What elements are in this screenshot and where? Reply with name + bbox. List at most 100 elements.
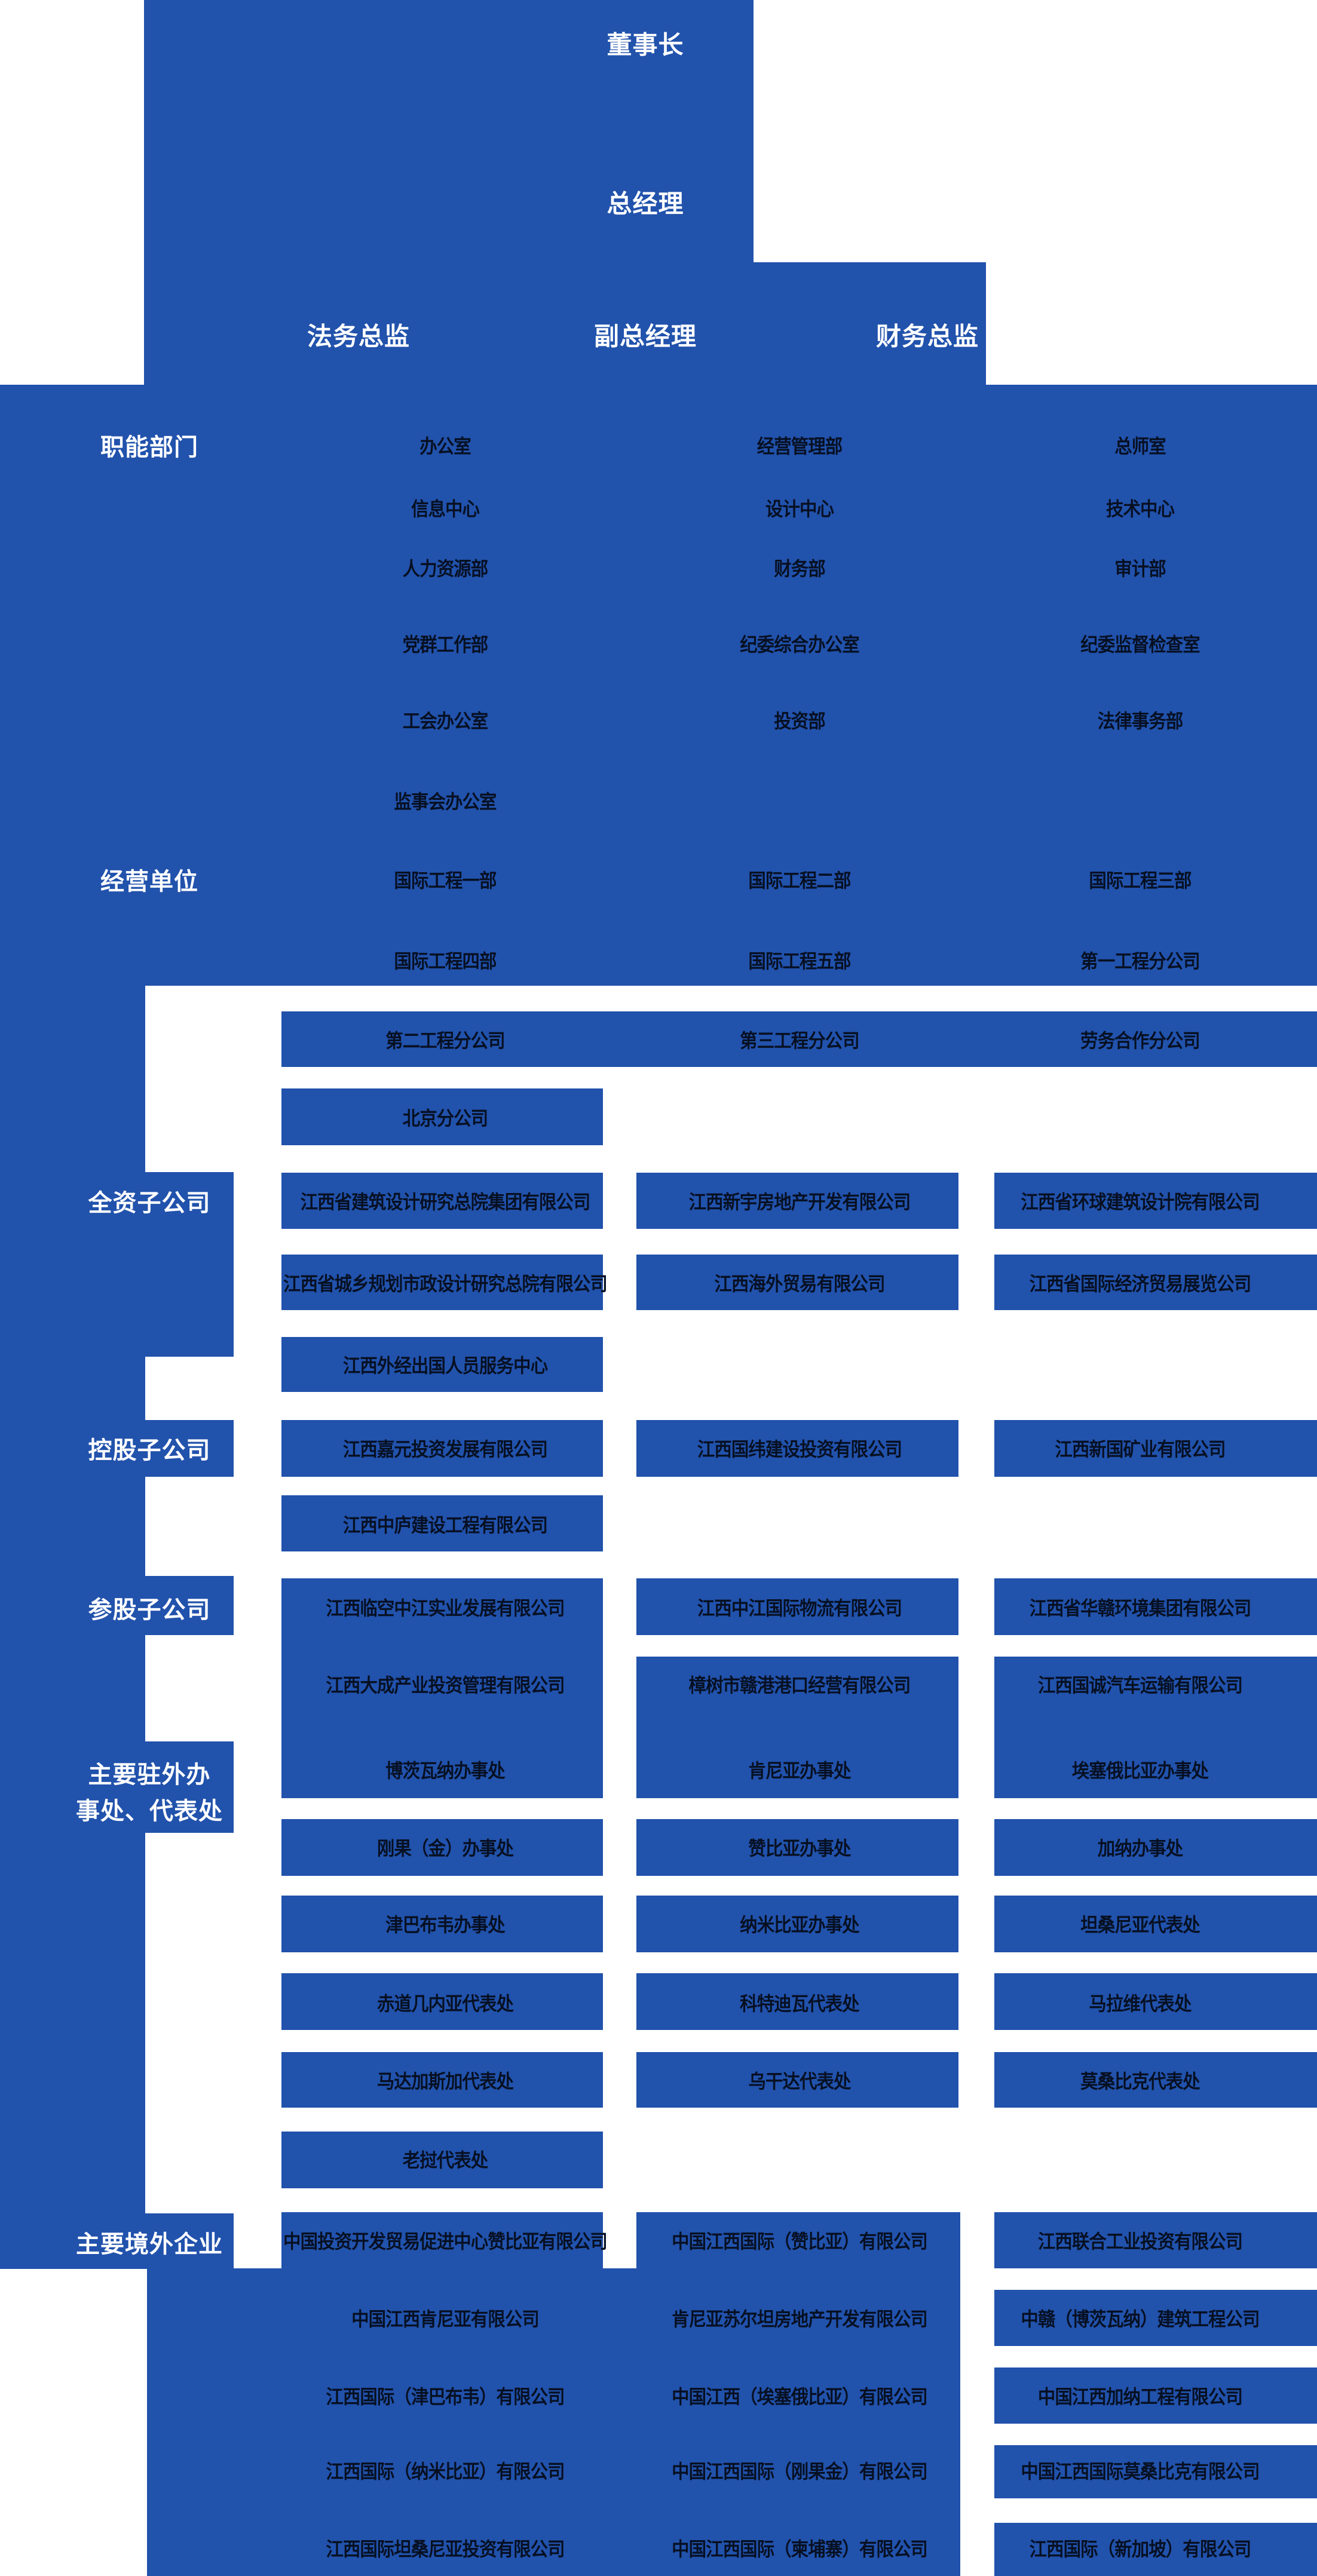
org-item-box xyxy=(994,2445,1317,2498)
bg-top-block xyxy=(144,0,754,385)
org-item: 博茨瓦纳办事处 xyxy=(385,1760,506,1781)
org-item: 中国江西国际（刚果金）有限公司 xyxy=(672,2461,928,2482)
org-item: 江西外经出国人员服务中心 xyxy=(342,1355,548,1376)
org-item-box xyxy=(994,2052,1317,2108)
bg-label-block-participating xyxy=(0,1576,234,1635)
org-item-box xyxy=(636,1657,958,1743)
org-item: 审计部 xyxy=(1114,558,1166,579)
org-item: 江西国际（新加坡）有限公司 xyxy=(1029,2538,1252,2560)
org-item: 第二工程分公司 xyxy=(385,1030,506,1051)
org-item-box xyxy=(281,1578,603,1743)
org-item: 埃塞俄比亚办事处 xyxy=(1071,1760,1209,1781)
org-item: 经营管理部 xyxy=(756,436,843,457)
section-label: 事处、代表处 xyxy=(76,1798,223,1824)
org-item-box xyxy=(994,1657,1317,1743)
bg-upper-band xyxy=(0,385,1317,986)
org-item-box xyxy=(994,2368,1317,2424)
org-item: 津巴布韦办事处 xyxy=(385,1914,506,1936)
org-item: 江西国际（津巴布韦）有限公司 xyxy=(326,2386,565,2408)
org-item: 科特迪瓦代表处 xyxy=(740,1993,860,2014)
org-item: 中国江西肯尼亚有限公司 xyxy=(351,2308,540,2330)
org-item-box xyxy=(636,1819,958,1876)
section-label: 经营单位 xyxy=(100,869,198,895)
org-item-box xyxy=(636,1420,958,1477)
org-item-box xyxy=(281,1741,603,1798)
section-label: 主要驻外办 xyxy=(88,1762,211,1788)
org-item: 国际工程四部 xyxy=(394,950,497,972)
title-general-manager: 总经理 xyxy=(607,189,684,218)
org-item: 中国江西国际莫桑比克有限公司 xyxy=(1021,2461,1260,2482)
org-item-box xyxy=(994,1255,1317,1310)
org-item-box xyxy=(994,2212,1317,2268)
org-item-box xyxy=(994,1973,1317,2030)
org-item-box xyxy=(281,2052,603,2108)
org-item-box xyxy=(994,1896,1317,1952)
org-item: 工会办公室 xyxy=(402,710,489,732)
org-item: 江西联合工业投资有限公司 xyxy=(1037,2231,1243,2252)
org-item-box xyxy=(994,1173,1317,1229)
org-item: 江西新国矿业有限公司 xyxy=(1055,1439,1226,1460)
org-item-box xyxy=(636,1741,958,1798)
section-label: 职能部门 xyxy=(100,434,198,461)
bg-cfo-block xyxy=(754,262,986,385)
org-item: 人力资源部 xyxy=(402,558,489,579)
org-item: 投资部 xyxy=(774,710,825,732)
org-item-box xyxy=(636,1973,958,2030)
org-item: 江西嘉元投资发展有限公司 xyxy=(342,1439,548,1460)
org-item: 中赣（博茨瓦纳）建筑工程公司 xyxy=(1021,2308,1260,2330)
org-item: 中国江西国际（柬埔寨）有限公司 xyxy=(672,2538,928,2560)
title-finance-director: 财务总监 xyxy=(875,322,979,351)
org-item-box xyxy=(994,2290,1317,2346)
org-item-box xyxy=(636,2052,958,2108)
org-item: 江西省城乡规划市政设计研究总院有限公司 xyxy=(283,1273,608,1295)
org-item: 国际工程三部 xyxy=(1089,870,1192,891)
org-item: 江西省华赣环境集团有限公司 xyxy=(1029,1597,1252,1619)
org-item: 赤道几内亚代表处 xyxy=(376,1993,514,2014)
org-item: 加纳办事处 xyxy=(1097,1838,1184,1859)
org-item-box xyxy=(994,2523,1317,2576)
org-item: 马达加斯加代表处 xyxy=(376,2071,514,2092)
org-item: 江西省建筑设计研究总院集团有限公司 xyxy=(300,1191,591,1213)
org-item: 北京分公司 xyxy=(402,1108,489,1129)
section-label: 主要境外企业 xyxy=(76,2231,223,2258)
org-item: 劳务合作分公司 xyxy=(1080,1030,1200,1051)
org-item: 总师室 xyxy=(1114,436,1166,457)
org-item-box xyxy=(281,1088,603,1145)
section-label: 参股子公司 xyxy=(88,1597,211,1623)
org-item-box xyxy=(994,1819,1317,1876)
org-item: 刚果（金）办事处 xyxy=(376,1838,514,1859)
org-item: 江西大成产业投资管理有限公司 xyxy=(326,1675,565,1696)
org-item-box xyxy=(636,1255,958,1310)
org-item: 财务部 xyxy=(774,558,825,579)
org-item: 肯尼亚办事处 xyxy=(748,1760,851,1781)
org-item: 法律事务部 xyxy=(1097,710,1184,732)
org-item-box xyxy=(281,1973,603,2030)
org-item: 江西国际坦桑尼亚投资有限公司 xyxy=(326,2538,565,2560)
org-item: 樟树市赣港港口经营有限公司 xyxy=(688,1675,911,1696)
org-item: 坦桑尼亚代表处 xyxy=(1080,1914,1200,1936)
org-item: 中国江西国际（赞比亚）有限公司 xyxy=(672,2231,928,2252)
org-item: 江西中江国际物流有限公司 xyxy=(697,1597,902,1619)
org-item-box xyxy=(281,1173,603,1229)
org-item-box xyxy=(281,1896,603,1952)
title-chairman: 董事长 xyxy=(607,30,684,59)
org-item: 江西省环球建筑设计院有限公司 xyxy=(1021,1191,1260,1213)
bg-branch-band xyxy=(281,1011,1317,1067)
org-item: 江西临空中江实业发展有限公司 xyxy=(326,1597,565,1619)
org-item: 设计中心 xyxy=(765,498,834,520)
bg-label-block-overseas-enterprises xyxy=(0,2213,234,2269)
org-item: 国际工程一部 xyxy=(394,870,497,891)
org-item: 江西省国际经济贸易展览公司 xyxy=(1029,1273,1252,1295)
bg-label-block-overseas-offices xyxy=(0,1741,234,1833)
org-item-box xyxy=(994,1741,1317,1798)
bg-bottom-blob-col1 xyxy=(281,2212,603,2268)
org-item-box xyxy=(281,1495,603,1551)
org-item: 纳米比亚办事处 xyxy=(740,1914,860,1936)
org-item: 第一工程分公司 xyxy=(1080,950,1200,972)
org-item: 江西国际（纳米比亚）有限公司 xyxy=(326,2461,565,2482)
org-item: 办公室 xyxy=(419,436,471,457)
org-item: 赞比亚办事处 xyxy=(748,1838,851,1859)
bg-bottom-blob-col2 xyxy=(636,2212,960,2268)
section-label: 控股子公司 xyxy=(88,1437,211,1464)
